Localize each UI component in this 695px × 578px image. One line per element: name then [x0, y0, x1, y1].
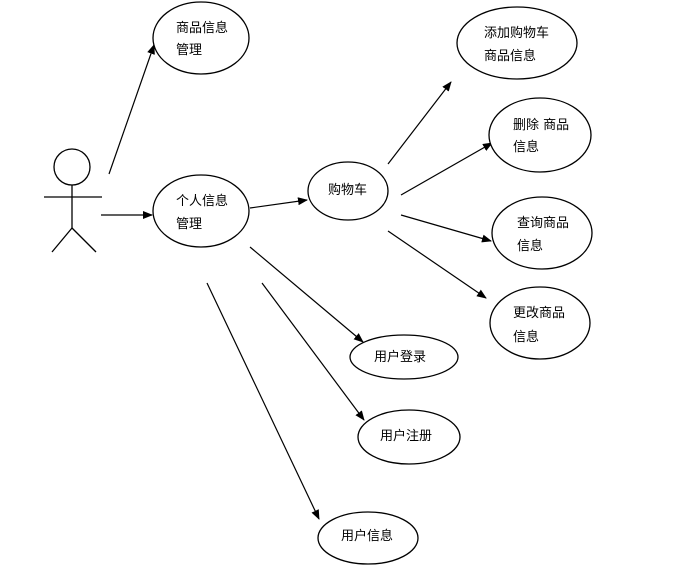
use-case-label-line-2: 商品信息 [484, 48, 536, 64]
use-case-modify-product-info: 更改商品 信息 [489, 286, 591, 360]
use-case-label-line-1: 用户信息 [341, 528, 393, 544]
association-arrow-actor-to-product-info-management [108, 44, 155, 175]
use-case-ellipse [357, 409, 461, 465]
actor-figure [44, 148, 102, 253]
use-case-user-login: 用户登录 [349, 334, 459, 380]
use-case-label-line-1: 添加购物车 [484, 25, 549, 41]
use-case-label-line-1: 商品信息 [176, 20, 228, 36]
use-case-label-line-1: 用户注册 [380, 428, 432, 444]
association-lines [101, 44, 493, 520]
use-case-product-info-management: 商品信息 管理 [152, 1, 250, 75]
use-case-label-line-1: 个人信息 [176, 193, 228, 209]
use-case-ellipse [491, 196, 593, 270]
actor-right-leg [71, 227, 97, 253]
use-case-user-info: 用户信息 [317, 511, 419, 565]
use-case-add-cart-product-info: 添加购物车 商品信息 [456, 6, 578, 80]
use-case-ellipse [489, 286, 591, 360]
use-cases: 商品信息 管理 个人信息 管理 购物车 添加购物车 商品信息 删除 商品 信息 … [152, 1, 593, 565]
association-arrow-personal-info-management-to-user-info [206, 282, 320, 520]
actor-head [53, 148, 91, 186]
use-case-ellipse [317, 511, 419, 565]
use-case-label-line-1: 购物车 [328, 182, 367, 198]
association-arrow-shopping-cart-to-delete-product-info [400, 142, 493, 196]
use-case-label-line-2: 信息 [513, 139, 539, 155]
association-arrow-shopping-cart-to-modify-product-info [387, 230, 487, 299]
association-arrow-shopping-cart-to-query-product-info [400, 214, 492, 243]
association-arrow-personal-info-management-to-shopping-cart [249, 197, 308, 209]
use-case-label-line-1: 用户登录 [374, 349, 426, 365]
association-arrow-personal-info-management-to-user-login [249, 246, 364, 343]
association-arrow-personal-info-management-to-user-register [261, 282, 365, 421]
use-case-shopping-cart: 购物车 [307, 161, 389, 221]
use-case-query-product-info: 查询商品 信息 [491, 196, 593, 270]
use-case-user-register: 用户注册 [357, 409, 461, 465]
use-case-personal-info-management: 个人信息 管理 [152, 174, 250, 248]
use-case-label-line-2: 管理 [176, 217, 202, 232]
use-case-label-line-1: 查询商品 [517, 216, 569, 231]
use-case-label-line-2: 信息 [513, 329, 539, 345]
use-case-ellipse [349, 334, 459, 380]
use-case-ellipse [456, 6, 578, 80]
use-case-label-line-1: 更改商品 [513, 306, 565, 321]
use-case-delete-product-info: 删除 商品 信息 [488, 97, 592, 173]
use-case-label-line-1: 删除 商品 [513, 118, 569, 133]
association-arrow-shopping-cart-to-add-cart-product-info [387, 81, 452, 165]
actor-left-leg [51, 227, 73, 253]
use-case-label-line-2: 管理 [176, 43, 202, 58]
use-case-ellipse [152, 174, 250, 248]
use-case-ellipse [152, 1, 250, 75]
use-case-ellipse [307, 161, 389, 221]
use-case-ellipse [488, 97, 592, 173]
use-case-label-line-2: 信息 [517, 238, 543, 254]
